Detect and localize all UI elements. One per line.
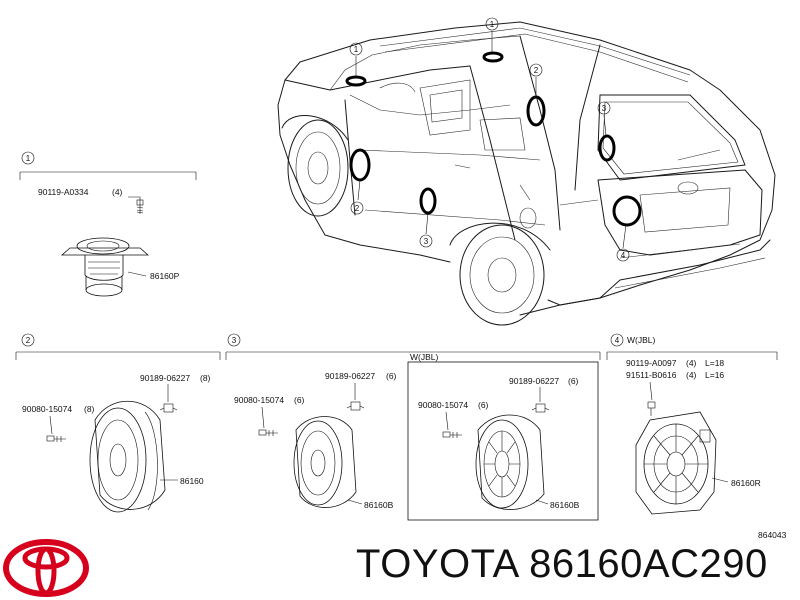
- part-note: L=18: [705, 358, 724, 368]
- speaker-location-ring: [598, 134, 616, 162]
- bolt-icon: [442, 431, 462, 438]
- section-2: 2 90189-06227 (8) 90080-15074 (8) 86160: [15, 333, 221, 513]
- part-code: 86160: [180, 476, 204, 486]
- clip-icon: [346, 401, 365, 411]
- section-number: 2: [26, 336, 31, 345]
- part-code: 86160R: [731, 478, 761, 488]
- screw-icon: [136, 199, 144, 214]
- svg-text:1: 1: [354, 45, 359, 54]
- section-number: 3: [232, 336, 237, 345]
- door-speaker-icon: [89, 400, 166, 513]
- part-code: 86160B: [550, 500, 580, 510]
- speaker-location-ring: [419, 187, 437, 215]
- speaker-location-ring: [345, 75, 367, 87]
- part-qty: (4): [686, 358, 697, 368]
- toyota-logo: [3, 539, 89, 597]
- part-code: 90080-15074: [234, 395, 284, 405]
- part-code: 86160P: [150, 271, 180, 281]
- callout-bubble: 4: [616, 248, 630, 262]
- clip-icon: [159, 403, 178, 413]
- callout-bubble: 2: [529, 63, 543, 77]
- part-qty: (4): [686, 370, 697, 380]
- svg-text:3: 3: [602, 104, 607, 113]
- part-code: 90080-15074: [22, 404, 72, 414]
- part-code: 90189-06227: [325, 371, 375, 381]
- speaker-location-ring: [612, 195, 642, 227]
- speaker-location-ring: [482, 51, 504, 63]
- screw-icon: [647, 401, 656, 416]
- callout-bubble: 3: [597, 101, 611, 115]
- vehicle-illustration: 1 1 2 2 3 3 4: [277, 17, 776, 326]
- section-4: 4 W(JBL) 90119-A0097 (4) L=18 91511-B061…: [606, 333, 778, 515]
- part-qty: (8): [200, 373, 211, 383]
- callout-bubble: 1: [485, 17, 499, 31]
- callout-bubble: 2: [350, 201, 364, 215]
- svg-text:1: 1: [490, 20, 495, 29]
- part-code: 90080-15074: [418, 400, 468, 410]
- section-1: 1 90119-A0334 (4) 86160P: [19, 151, 197, 297]
- part-qty: (4): [112, 187, 123, 197]
- variant-label: W(JBL): [410, 352, 439, 362]
- section-number: 4: [615, 336, 620, 345]
- svg-text:4: 4: [621, 251, 626, 260]
- part-code: 86160B: [364, 500, 394, 510]
- svg-text:2: 2: [534, 66, 539, 75]
- part-qty: (8): [84, 404, 95, 414]
- callout-bubble: 1: [349, 42, 363, 56]
- part-code: 90189-06227: [509, 376, 559, 386]
- speaker-location-ring: [349, 148, 371, 182]
- part-qty: (6): [386, 371, 397, 381]
- part-code: 91511-B0616: [626, 370, 677, 380]
- part-number-title: TOYOTA 86160AC290: [356, 542, 768, 586]
- part-qty: (6): [294, 395, 305, 405]
- part-code: 90119-A0334: [38, 187, 89, 197]
- section-3: 3 90189-06227 (6) 90080-15074 (6) 86160B…: [225, 333, 601, 521]
- part-note: L=16: [705, 370, 724, 380]
- part-qty: (6): [478, 400, 489, 410]
- svg-text:2: 2: [355, 204, 360, 213]
- door-speaker-icon: [293, 416, 357, 508]
- callout-bubble: 3: [419, 234, 433, 248]
- section-number: 1: [26, 154, 31, 163]
- part-qty: (6): [568, 376, 579, 386]
- speaker-location-ring: [526, 95, 546, 127]
- door-speaker-icon: [475, 414, 545, 510]
- tweeter-speaker-icon: [60, 237, 150, 297]
- section-label: W(JBL): [627, 335, 656, 345]
- clip-icon: [531, 403, 550, 413]
- bolt-icon: [258, 429, 278, 436]
- part-code: 90119-A0097: [626, 358, 677, 368]
- jbl-variant-box: W(JBL) 90189-06227 (6) 90080-15074 (6): [407, 352, 599, 521]
- bolt-icon: [46, 435, 66, 442]
- part-code: 90189-06227: [140, 373, 190, 383]
- rear-speaker-icon: [635, 411, 717, 515]
- diagram-code: 864043: [758, 530, 787, 540]
- svg-text:3: 3: [424, 237, 429, 246]
